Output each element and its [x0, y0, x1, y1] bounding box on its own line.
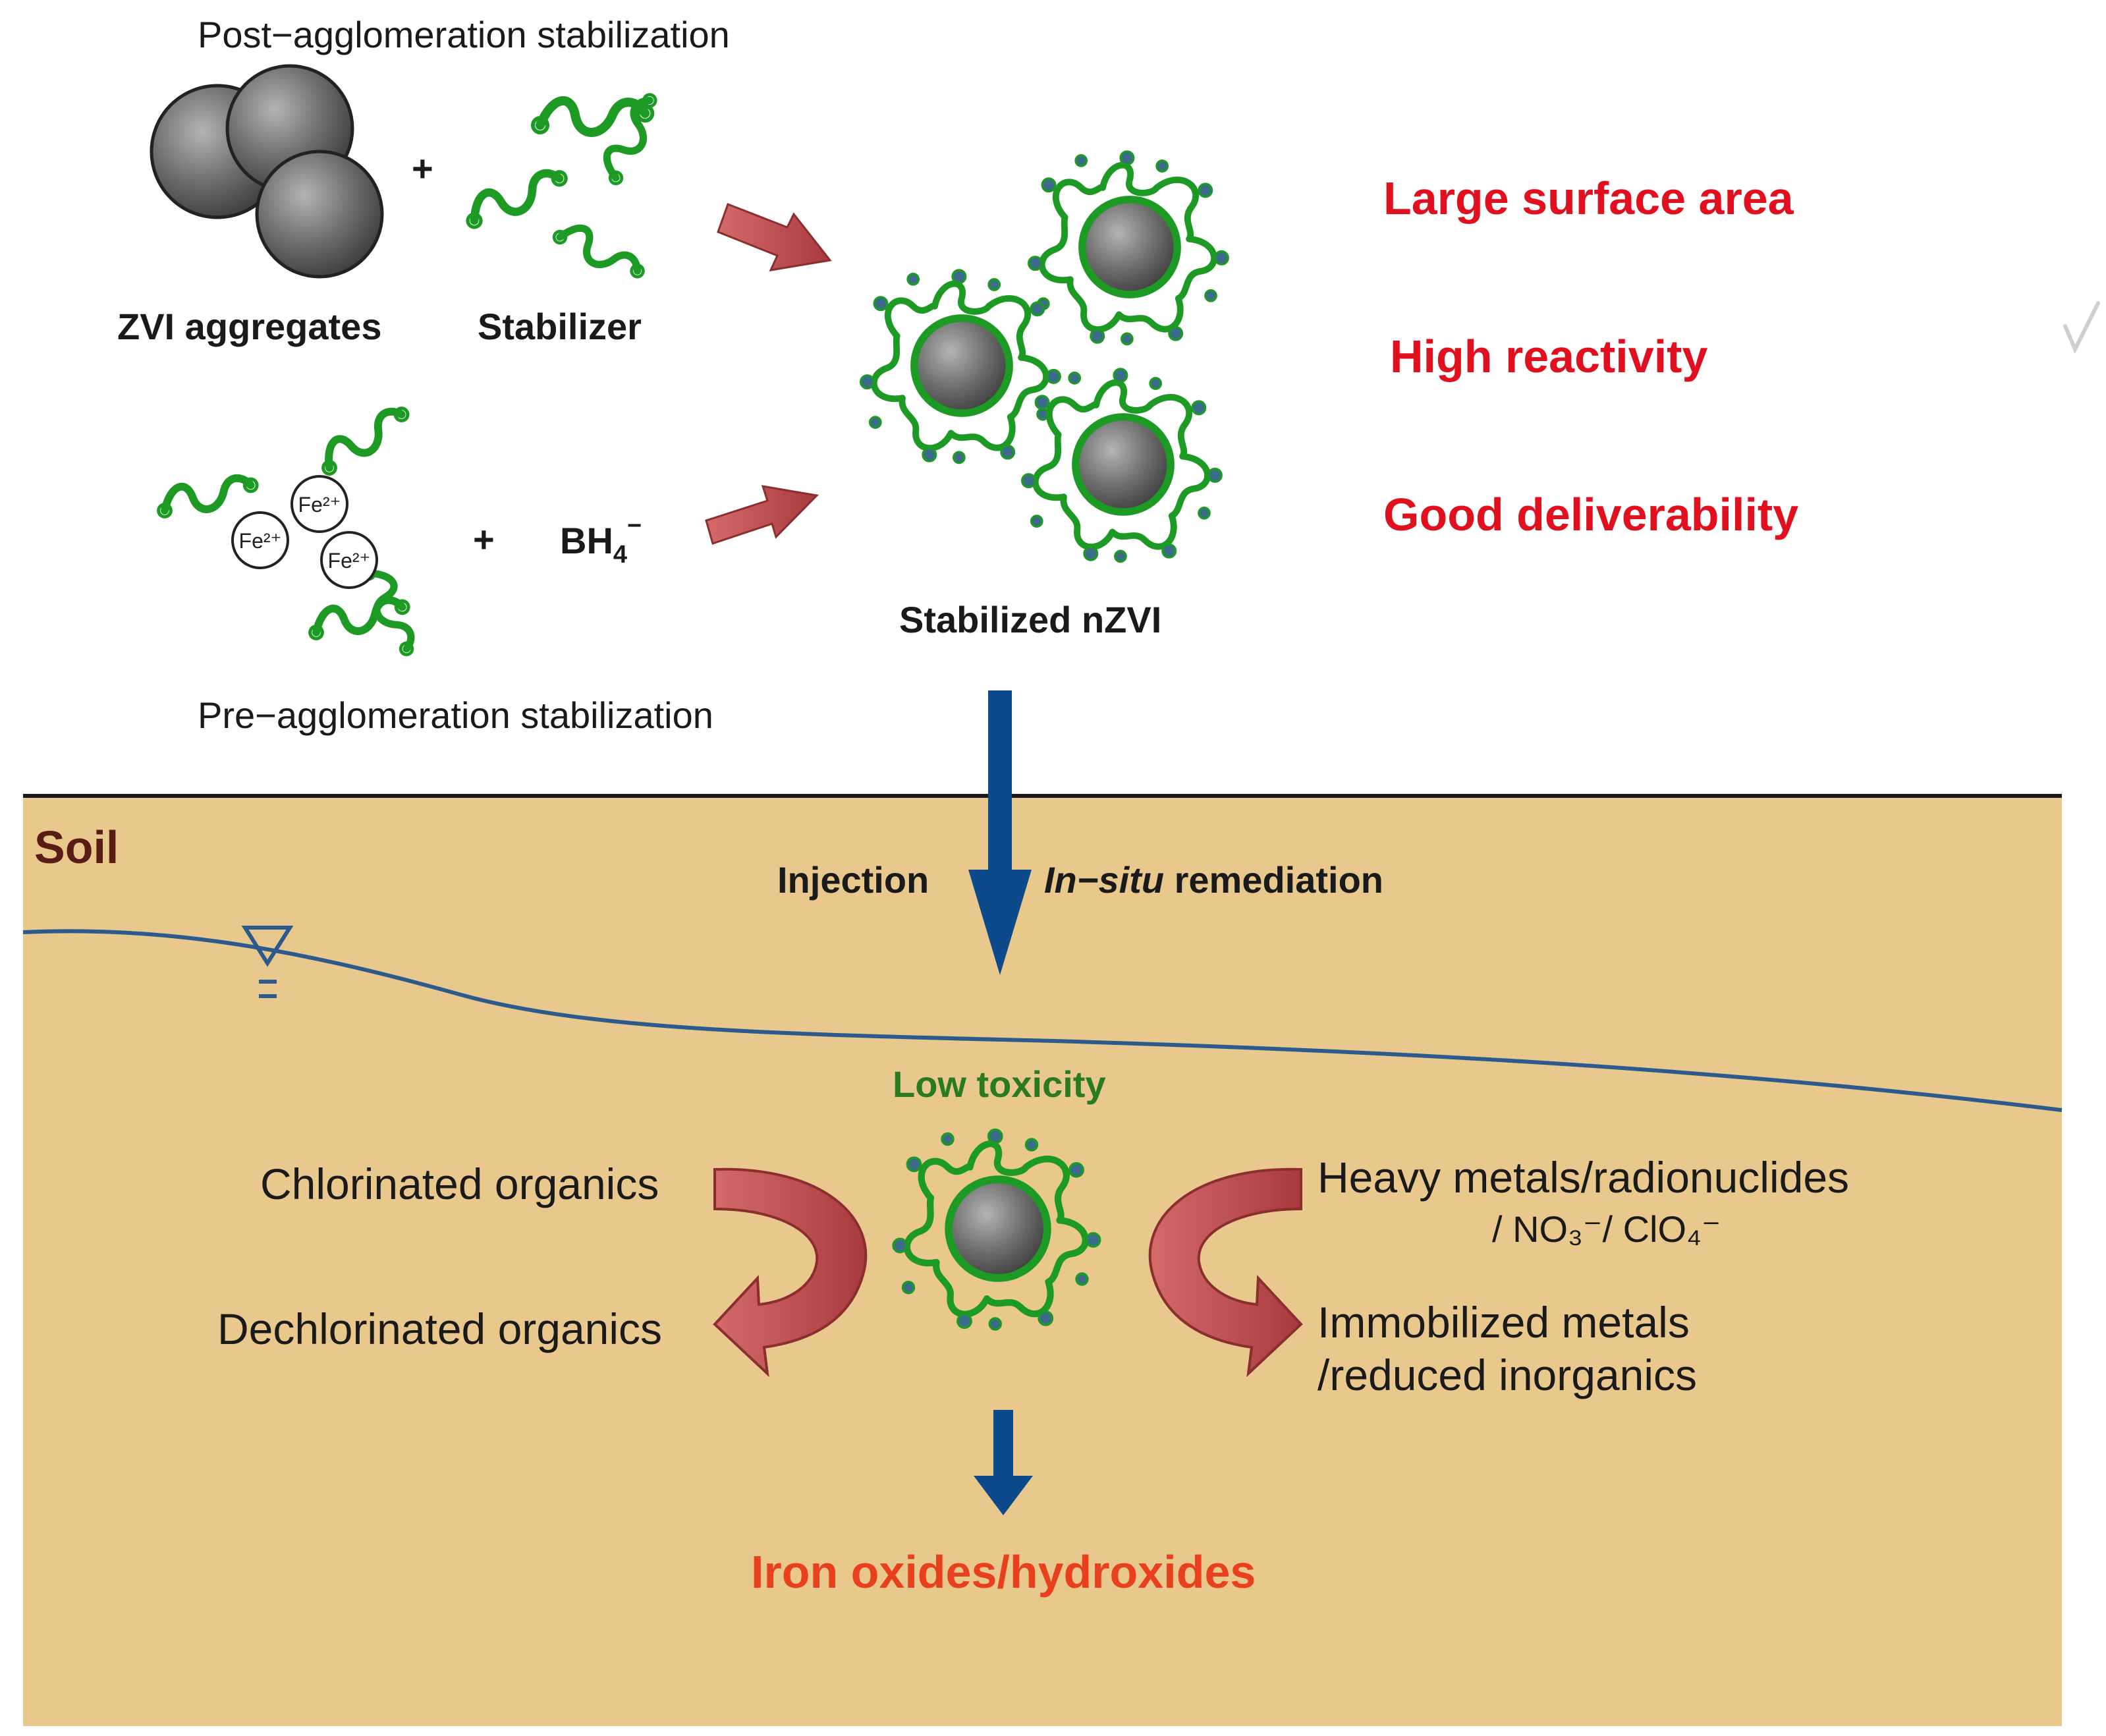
- property-high-reactivity: High reactivity: [1390, 331, 1707, 382]
- zvi-aggregates-label: ZVI aggregates: [117, 306, 381, 347]
- right-curved-arrow: [1148, 1167, 1303, 1378]
- fe-ion-label-2: Fe²⁺: [298, 493, 341, 517]
- stabilizer-icon: [460, 86, 659, 280]
- left-curved-arrow: [713, 1167, 868, 1378]
- soil-region: [23, 796, 2062, 1726]
- property-large-surface-area: Large surface area: [1383, 173, 1794, 224]
- water-table-symbol: [241, 926, 294, 998]
- stabilized-nzvi-icon: [861, 152, 1229, 562]
- stabilizer-label: Stabilizer: [478, 306, 642, 347]
- reduced-inorganics-label: /reduced inorganics: [1317, 1351, 1697, 1399]
- soil-label: Soil: [34, 822, 119, 873]
- checkmark-icon: [2063, 301, 2100, 354]
- injection-arrow: [968, 690, 1032, 975]
- chlorinated-organics-label: Chlorinated organics: [260, 1160, 659, 1208]
- iron-oxides-label: Iron oxides/hydroxides: [751, 1546, 1256, 1598]
- water-table-line: [22, 929, 2063, 1112]
- injection-label: Injection: [777, 859, 929, 901]
- stabilized-nzvi-label: Stabilized nZVI: [899, 599, 1161, 640]
- fe-ion-label-1: Fe²⁺: [239, 529, 282, 553]
- dechlorinated-organics-label: Dechlorinated organics: [217, 1304, 662, 1353]
- post-agglomeration-label: Post−agglomeration stabilization: [198, 14, 730, 55]
- plus-sign-bottom: +: [473, 518, 495, 560]
- pre-agglomeration-label: Pre−agglomeration stabilization: [198, 694, 713, 736]
- plus-sign-top: +: [412, 148, 433, 189]
- low-toxicity-label: Low toxicity: [893, 1063, 1106, 1105]
- fe-ion-label-3: Fe²⁺: [328, 549, 371, 573]
- arrow-post-to-nzvi: [717, 203, 832, 271]
- fe-ion-stabilizer-icon: [153, 393, 428, 658]
- immobilized-metals-label: Immobilized metals: [1317, 1298, 1690, 1347]
- bh4-label: BH4−: [560, 512, 642, 569]
- heavy-metals-label: Heavy metals/radionuclides: [1317, 1153, 1849, 1202]
- no3-clo4-label: / NO₃⁻/ ClO₄⁻: [1492, 1208, 1721, 1250]
- zvi-aggregates-icon: [150, 64, 384, 279]
- in-situ-remediation-label: In−situ remediation: [1044, 859, 1383, 901]
- oxidation-arrow: [974, 1410, 1033, 1515]
- property-good-deliverability: Good deliverability: [1383, 489, 1798, 540]
- arrow-pre-to-nzvi: [705, 485, 819, 545]
